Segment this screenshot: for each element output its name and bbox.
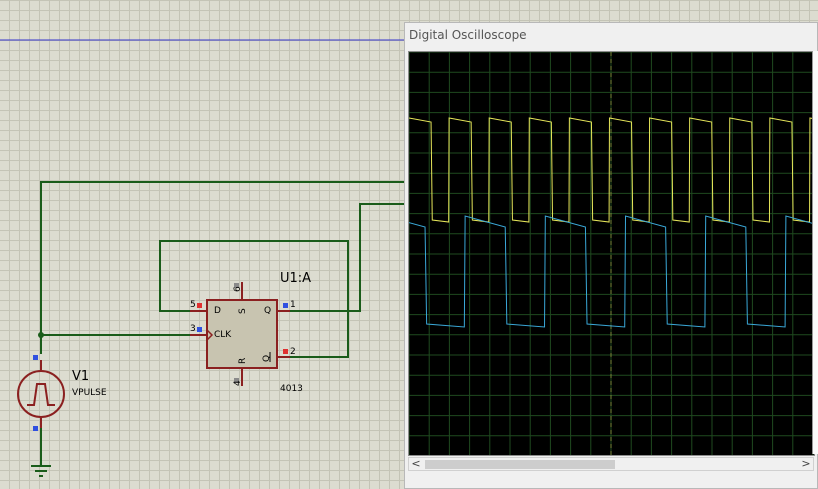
pin-d-label: D	[214, 306, 221, 316]
scope-bottom-area	[408, 472, 814, 488]
pin-qbar-label: Q	[262, 354, 272, 362]
horizontal-scrollbar[interactable]: < >	[408, 457, 814, 471]
pulse-symbol-icon	[27, 383, 55, 406]
oscilloscope-display	[384, 51, 818, 455]
scroll-left-button[interactable]: <	[411, 457, 421, 470]
flipflop-ref-label: U1:A	[280, 271, 312, 286]
scroll-thumb[interactable]	[425, 460, 615, 469]
wire-scope-ch1	[40, 181, 404, 354]
pin-clk-label: CLK	[214, 330, 232, 340]
wire-q-to-scope	[282, 203, 404, 312]
pin-r-number: 4	[233, 380, 243, 386]
oscilloscope-screen	[384, 51, 818, 456]
scroll-right-button[interactable]: >	[801, 457, 811, 470]
v1-pin-minus	[33, 426, 38, 431]
pin-s-marker	[234, 283, 239, 288]
flipflop-part-label: 4013	[280, 384, 303, 394]
oscilloscope-title: Digital Oscilloscope	[409, 28, 527, 42]
yellow-trace	[408, 117, 818, 223]
oscilloscope-window[interactable]: Digital Oscilloscope < >	[384, 22, 818, 489]
clock-edge-icon	[206, 329, 214, 341]
pin-s-label: S	[238, 308, 248, 314]
pin-qbar-number: 2	[290, 347, 296, 357]
blue-trace	[384, 215, 818, 328]
voltage-source-v1[interactable]	[17, 355, 65, 431]
pin-clk-marker	[197, 327, 202, 332]
v1-pin-plus	[33, 355, 38, 360]
pin-q-label: Q	[264, 306, 272, 316]
scope-side-panel	[812, 51, 818, 454]
pin-s-number: 6	[233, 286, 243, 292]
wire-junction	[38, 332, 44, 338]
source-name-label: V1	[72, 369, 90, 384]
pin-clk-number: 3	[190, 324, 196, 334]
scope-grid	[408, 51, 814, 455]
pin-q-marker	[283, 303, 288, 308]
source-type-label: VPULSE	[72, 388, 107, 398]
pin-r-marker	[234, 378, 239, 383]
pin-r-label: R	[238, 357, 248, 364]
pin-d-marker	[197, 303, 202, 308]
wires	[40, 181, 404, 465]
ground-icon	[31, 465, 51, 477]
flipflop-u1a[interactable]	[190, 282, 290, 386]
pin-q-number: 1	[290, 300, 296, 310]
pin-qbar-marker	[283, 349, 288, 354]
wire-qbar-feedback	[159, 240, 349, 358]
pin-d-number: 5	[190, 300, 196, 310]
